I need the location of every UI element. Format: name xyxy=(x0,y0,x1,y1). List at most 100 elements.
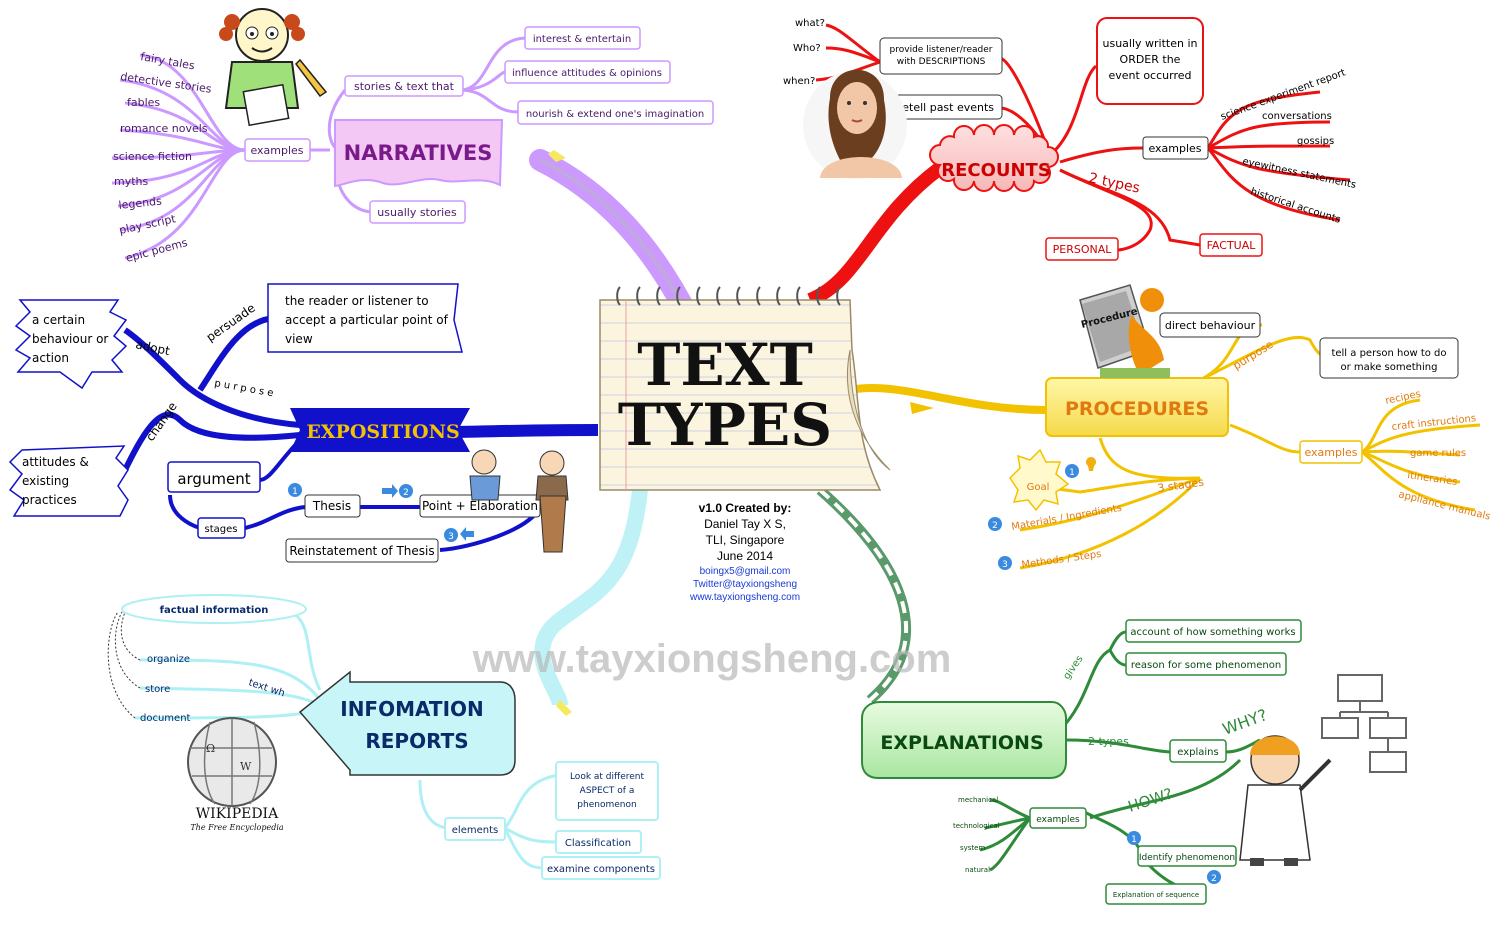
reports-verb: organize xyxy=(147,654,190,665)
svg-text:EXPOSITIONS: EXPOSITIONS xyxy=(306,421,459,443)
explanations-gives: reason for some phenomenon xyxy=(1131,660,1281,671)
recounts-branch xyxy=(815,23,1351,252)
reports-title: INFOMATION REPORTS xyxy=(298,670,516,776)
explanations-examples-label: examples xyxy=(1036,815,1080,825)
procedure-book-icon: Procedure xyxy=(1079,284,1170,378)
expositions-change-label: change xyxy=(143,400,180,444)
narratives-example: myths xyxy=(114,175,149,188)
explanations-example: system xyxy=(960,844,985,852)
recounts-examples-label: examples xyxy=(1148,142,1201,155)
reports-elements-label: elements xyxy=(452,825,498,836)
credits-twitter: Twitter@tayxiongsheng xyxy=(693,579,797,590)
narratives-purpose: influence attitudes & opinions xyxy=(512,68,662,79)
procedures-purpose-label: purpose xyxy=(1231,338,1276,373)
svg-text:WIKIPEDIA: WIKIPEDIA xyxy=(196,806,279,822)
procedures-examples-label: examples xyxy=(1304,446,1357,459)
svg-text:INFOMATION: INFOMATION xyxy=(340,697,484,721)
explanations-step-number: 2 xyxy=(1211,874,1217,884)
explanations-example: natural xyxy=(965,866,990,874)
expositions-purpose-label: p u r p o s e xyxy=(213,378,274,399)
center-title-line2: TYPES xyxy=(618,391,832,459)
watermark: www.tayxiongsheng.com xyxy=(472,637,952,681)
narratives-example: legends xyxy=(118,195,163,212)
recounts-question: what? xyxy=(795,18,825,29)
procedures-stage-number: 2 xyxy=(992,521,998,531)
center-title-line1: TEXT xyxy=(637,331,813,399)
recounts-question: Who? xyxy=(793,43,821,54)
narratives-example: fables xyxy=(127,96,160,109)
procedures-branch xyxy=(1019,323,1481,570)
explanations-explains: explains xyxy=(1177,747,1218,758)
reports-dotted-arrows xyxy=(107,611,141,719)
reports-verb: document xyxy=(140,713,191,724)
girl-cartoon-icon xyxy=(219,8,328,127)
reports-verb: store xyxy=(145,684,170,695)
credits-date: June 2014 xyxy=(717,549,773,563)
expositions-title: EXPOSITIONS xyxy=(290,408,470,452)
narratives-example: epic poems xyxy=(124,236,189,265)
recounts-type: FACTUAL xyxy=(1207,239,1257,252)
procedures-stage-number: 3 xyxy=(1002,560,1008,570)
reports-text-with: text wh xyxy=(247,677,286,699)
explanations-example: mechanical xyxy=(958,796,998,804)
recounts-example: conversations xyxy=(1262,111,1332,122)
expositions-point: Point + Elaboration xyxy=(422,499,538,513)
procedures-stage: Materials / Ingredients xyxy=(1011,503,1123,533)
credits-web: www.tayxiongsheng.com xyxy=(689,592,800,603)
procedures-nodes: direct behaviour purpose tell a person h… xyxy=(988,312,1491,571)
main-branches xyxy=(439,149,1047,716)
reports-nodes: factual information text wh organize sto… xyxy=(121,594,661,880)
recounts-question: when? xyxy=(783,76,815,87)
debaters-cartoon-icon xyxy=(469,449,569,553)
procedures-example: itineraries xyxy=(1407,470,1459,488)
narratives-title: NARRATIVES xyxy=(334,119,504,188)
explanations-step-number: 1 xyxy=(1131,835,1137,845)
narratives-examples-label: examples xyxy=(250,144,303,157)
explanations-gives-label: gives xyxy=(1061,654,1085,682)
narratives-usually: usually stories xyxy=(377,206,457,219)
credits-author: Daniel Tay X S, xyxy=(704,517,786,531)
svg-text:Ω: Ω xyxy=(206,742,215,755)
reports-factual: factual information xyxy=(160,605,269,616)
spiral-rings xyxy=(616,286,841,306)
explanations-step: Identify phenomenon xyxy=(1139,853,1235,863)
expositions-branch xyxy=(122,315,542,552)
narratives-example: play script xyxy=(118,212,178,237)
credits-version: v1.0 Created by: xyxy=(699,501,792,515)
explanations-title: EXPLANATIONS xyxy=(861,701,1067,779)
procedures-direct: direct behaviour xyxy=(1165,319,1256,332)
thinking-woman-photo xyxy=(803,69,907,179)
svg-text:The Free Encyclopedia: The Free Encyclopedia xyxy=(190,823,284,832)
expositions-restate: Reinstatement of Thesis xyxy=(289,544,434,558)
expositions-stage-number: 3 xyxy=(448,532,454,542)
reports-element: Classification xyxy=(565,838,631,849)
recounts-title: RECOUNTS xyxy=(929,124,1059,192)
expositions-argument: argument xyxy=(177,470,250,488)
credits-org: TLI, Singapore xyxy=(706,533,785,547)
procedures-example: game rules xyxy=(1410,448,1466,459)
recounts-example: historical accounts xyxy=(1249,186,1342,225)
procedures-stage: Methods / Steps xyxy=(1021,549,1102,571)
narratives-stories-text-that: stories & text that xyxy=(354,80,455,93)
explanations-why: WHY? xyxy=(1220,705,1270,739)
svg-text:EXPLANATIONS: EXPLANATIONS xyxy=(880,732,1043,754)
narratives-branch xyxy=(111,36,526,260)
explanations-gives: account of how something works xyxy=(1130,627,1295,638)
wikipedia-logo-icon: Ω W WIKIPEDIA The Free Encyclopedia xyxy=(187,717,284,832)
explanations-how: HOW? xyxy=(1126,785,1175,816)
procedures-stage: Goal xyxy=(1027,482,1050,493)
explanations-example: technological xyxy=(953,822,1000,830)
svg-text:PROCEDURES: PROCEDURES xyxy=(1065,398,1209,420)
recounts-retell: retell past events xyxy=(898,101,994,114)
narratives-example: romance novels xyxy=(120,122,208,135)
explanations-branch xyxy=(979,630,1261,894)
explanations-types-label: 2 types xyxy=(1088,735,1129,748)
recounts-example: gossips xyxy=(1297,136,1334,147)
explanations-step: Explanation of sequence xyxy=(1113,891,1199,899)
